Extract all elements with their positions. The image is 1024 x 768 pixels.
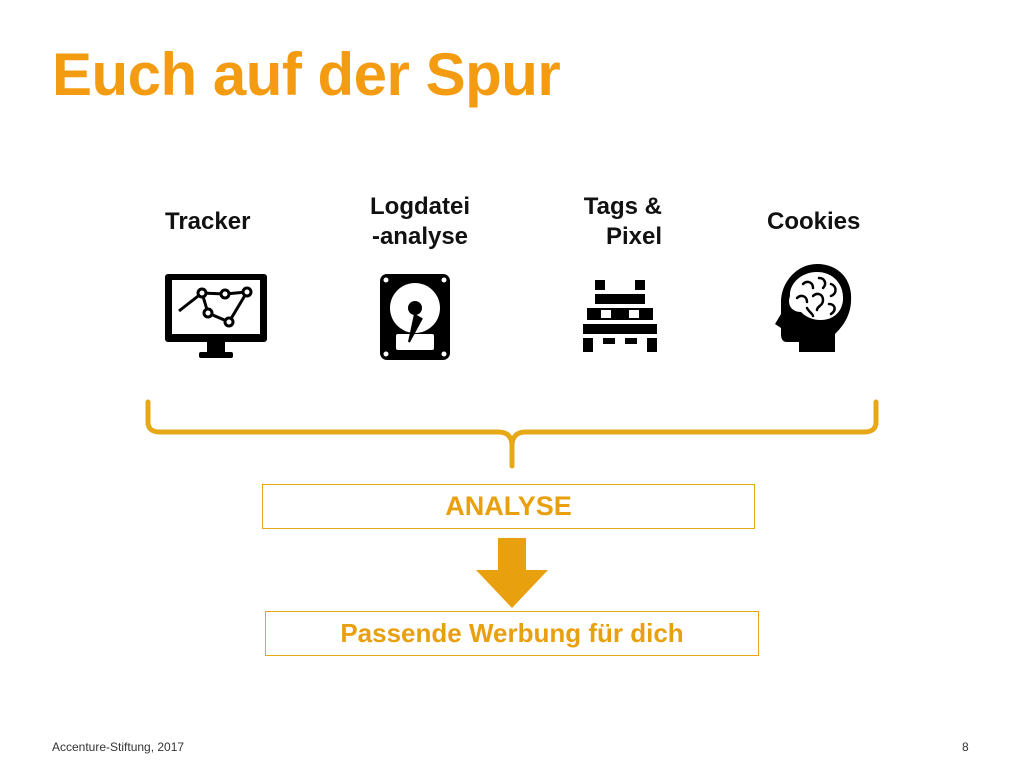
analysis-box: ANALYSE bbox=[262, 484, 755, 529]
brain-head-icon bbox=[775, 264, 852, 352]
arrow-down-icon bbox=[476, 538, 548, 608]
monitor-chart-icon bbox=[165, 274, 267, 358]
source-label-tracker: Tracker bbox=[165, 208, 251, 235]
grouping-brace bbox=[145, 399, 879, 469]
source-label-cookies: Cookies bbox=[767, 208, 861, 235]
pixel-invader-icon bbox=[583, 280, 657, 352]
slide-title: Euch auf der Spur bbox=[52, 41, 561, 108]
result-box: Passende Werbung für dich bbox=[265, 611, 759, 656]
source-label-logfile: Logdatei -analyse bbox=[370, 193, 470, 250]
page-number: 8 bbox=[962, 740, 969, 754]
source-label-tags-pixel: Tags & Pixel bbox=[583, 193, 662, 250]
footer-source: Accenture-Stiftung, 2017 bbox=[52, 740, 185, 754]
hard-drive-icon bbox=[380, 274, 450, 360]
